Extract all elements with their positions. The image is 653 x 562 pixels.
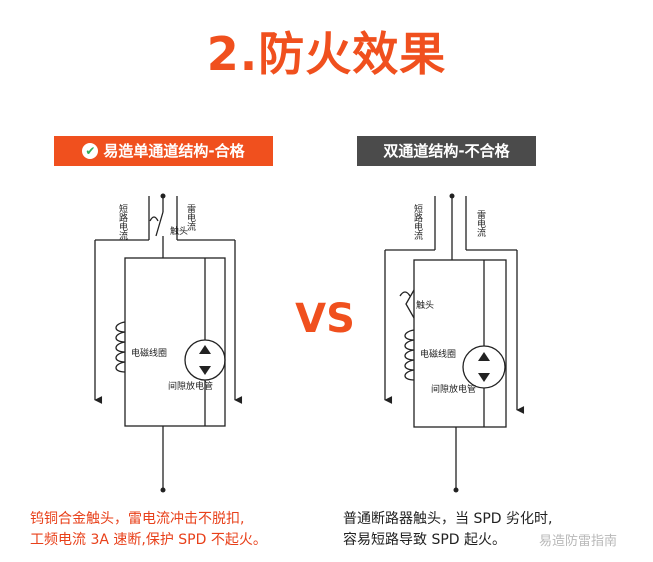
contact-switch (405, 289, 415, 319)
contact-arc (149, 216, 159, 222)
fail-caption-line2: 容易短路导致 SPD 起火。 (343, 532, 507, 548)
coil-label: 电磁线圈 (131, 347, 167, 359)
fail-badge-label: 双通道结构-不合格 (383, 142, 510, 160)
page-title: 2.防火效果 (206, 27, 447, 81)
contact-switch (155, 211, 164, 237)
check-icon: ✔ (82, 142, 99, 159)
short-circuit-label: 短路电流 (117, 203, 128, 241)
dual-channel-diagram: 短路电流 雷电流 触头 电磁线圈 间隙放电管 (384, 193, 525, 493)
coil-label: 电磁线圈 (420, 348, 456, 360)
pass-caption-line2: 工频电流 3A 速断,保护 SPD 不起火。 (30, 532, 267, 548)
pass-caption-line1: 钨铜合金触头，雷电流冲击不脱扣, (30, 511, 245, 527)
vs-label: VS (295, 296, 355, 342)
lightning-label: 雷电流 (475, 210, 486, 238)
coil-symbol (115, 321, 126, 373)
gap-tube-label: 间隙放电管 (168, 380, 213, 392)
watermark: 易造防雷指南 (538, 534, 617, 549)
single-channel-diagram: 短路电流 雷电流 触头 电磁线圈 间隙放电管 (94, 193, 243, 493)
fail-caption: 普通断路器触头，当 SPD 劣化时, 容易短路导致 SPD 起火。 (343, 509, 552, 551)
pass-badge: ✔易造单通道结构-合格 (54, 136, 273, 166)
coil-symbol (404, 329, 415, 381)
spd-body (124, 257, 226, 427)
contact-label: 触头 (416, 299, 434, 311)
lightning-label: 雷电流 (185, 204, 196, 232)
gap-tube-label: 间隙放电管 (431, 383, 476, 395)
fail-caption-line1: 普通断路器触头，当 SPD 劣化时, (343, 511, 553, 527)
contact-label: 触头 (170, 225, 188, 237)
fail-badge: 双通道结构-不合格 (357, 136, 536, 166)
pass-caption: 钨铜合金触头，雷电流冲击不脱扣, 工频电流 3A 速断,保护 SPD 不起火。 (30, 509, 267, 551)
pass-badge-label: 易造单通道结构-合格 (103, 142, 245, 160)
contact-arc (399, 291, 411, 297)
spd-body (413, 259, 507, 428)
short-circuit-label: 短路电流 (412, 203, 423, 241)
